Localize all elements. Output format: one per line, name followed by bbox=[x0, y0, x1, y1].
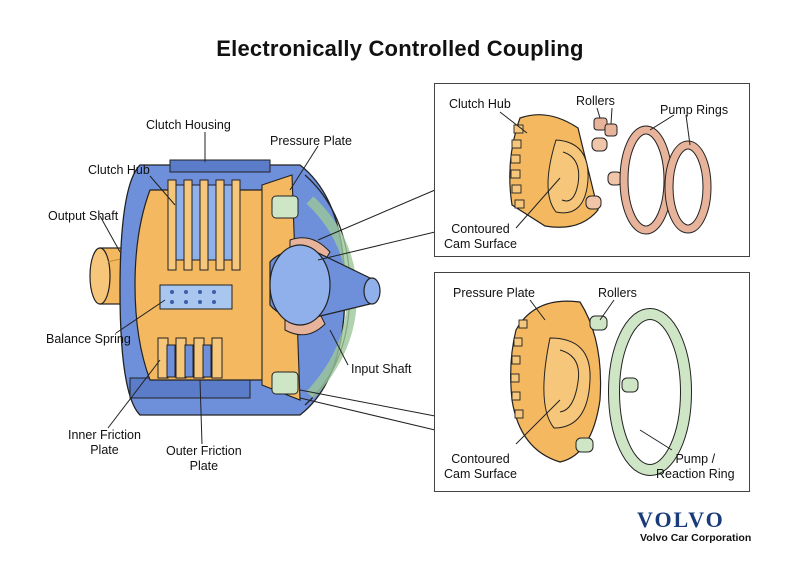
detail-bottom-parts bbox=[510, 300, 692, 476]
detail-top-label-clutch-hub: Clutch Hub bbox=[449, 97, 511, 111]
page-title: Electronically Controlled Coupling bbox=[216, 36, 584, 61]
label-pressure-plate: Pressure Plate bbox=[270, 134, 352, 148]
detail-top-leaders bbox=[499, 107, 691, 229]
detail-top-label-pump-rings: Pump Rings bbox=[660, 103, 729, 117]
detail-bottom-label-pressure-plate: Pressure Plate bbox=[453, 286, 535, 300]
volvo-logo: VOLVO bbox=[637, 507, 725, 532]
clutch-hub-part bbox=[134, 179, 266, 381]
label-input-shaft: Input Shaft bbox=[351, 362, 412, 376]
detail-top-label-contoured-cam-surface: Contoured Cam Surface bbox=[444, 222, 517, 251]
detail-bottom-label-rollers: Rollers bbox=[598, 286, 637, 300]
label-clutch-housing: Clutch Housing bbox=[146, 118, 231, 132]
detail-bottom-leaders bbox=[515, 299, 673, 451]
label-output-shaft: Output Shaft bbox=[48, 209, 119, 223]
label-balance-spring: Balance Spring bbox=[46, 332, 131, 346]
input-shaft-part bbox=[269, 244, 381, 326]
label-outer-friction-plate: Outer Friction Plate bbox=[166, 444, 242, 473]
coupling-cutaway bbox=[89, 159, 381, 416]
detail-top-label-rollers: Rollers bbox=[576, 94, 615, 108]
main-leader-lines bbox=[99, 132, 436, 445]
corporation-name: Volvo Car Corporation bbox=[640, 532, 752, 544]
detail-top-parts bbox=[509, 114, 712, 235]
detail-bottom-label-contoured-cam-surface: Contoured Cam Surface bbox=[444, 452, 517, 481]
detail-bottom-label-pump-reaction-ring: Pump / Reaction Ring bbox=[656, 452, 735, 481]
label-inner-friction-plate: Inner Friction Plate bbox=[68, 428, 141, 457]
label-clutch-hub: Clutch Hub bbox=[88, 163, 150, 177]
